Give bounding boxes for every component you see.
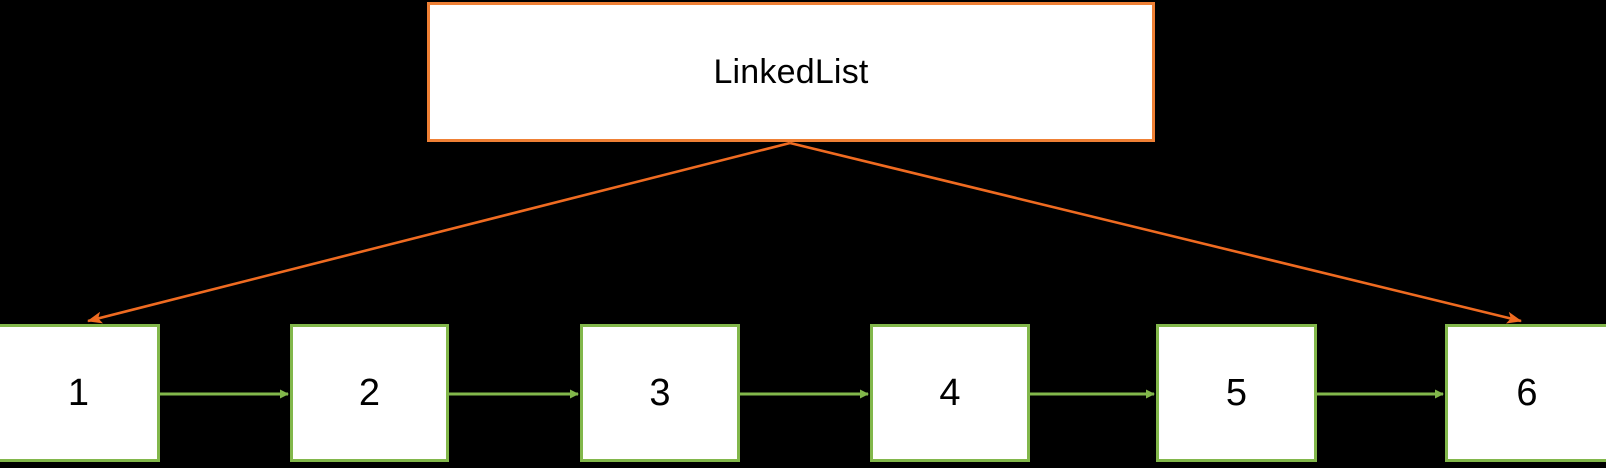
list-node-value: 6 xyxy=(1516,372,1538,414)
list-node-4: 4 xyxy=(870,324,1030,462)
list-node-1: 1 xyxy=(0,324,160,462)
reference-arrows xyxy=(87,141,1522,324)
list-node-5: 5 xyxy=(1156,324,1317,462)
linkedlist-class-box: LinkedList xyxy=(427,2,1155,142)
list-node-3: 3 xyxy=(580,324,740,462)
list-node-value: 3 xyxy=(649,372,671,414)
list-node-2: 2 xyxy=(290,324,449,462)
list-node-value: 1 xyxy=(67,372,90,414)
reference-arrow-head xyxy=(87,141,791,324)
list-node-value: 5 xyxy=(1225,372,1248,414)
list-node-value: 2 xyxy=(358,372,381,414)
linkedlist-class-label: LinkedList xyxy=(713,53,869,91)
list-node-6: 6 xyxy=(1445,324,1606,462)
reference-arrow-tail xyxy=(789,141,1522,324)
list-node-value: 4 xyxy=(939,372,961,414)
